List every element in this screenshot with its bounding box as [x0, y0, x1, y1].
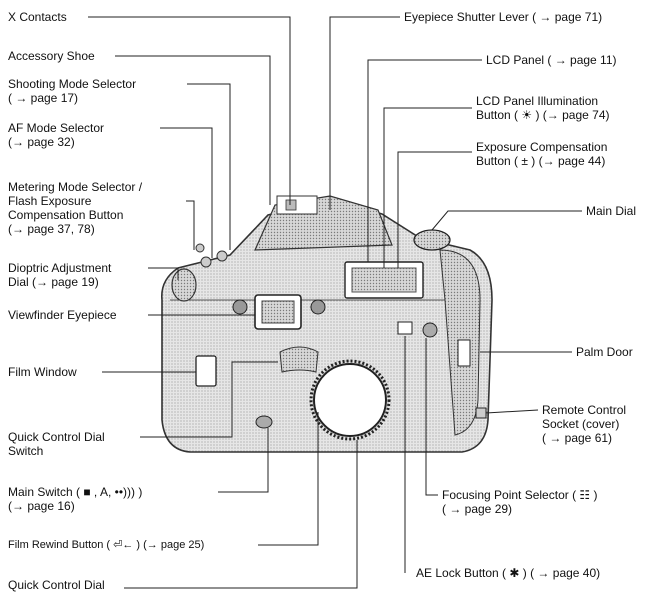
label-quick-control-dial: Quick Control Dial — [8, 578, 105, 592]
label-eyepiece-shutter-lever: Eyepiece Shutter Lever ( → page 71) — [404, 10, 603, 24]
label-lcd-panel: LCD Panel ( → page 11) — [486, 53, 617, 67]
label-shooting-mode-page: ( → page 17) — [8, 91, 79, 105]
label-lcd-illumination: LCD Panel Illumination — [476, 94, 599, 108]
label-metering-mode-page: (→ page 37, 78) — [8, 222, 95, 236]
label-ae-lock-button: AE Lock Button ( ✱ ) ( → page 40) — [416, 566, 601, 580]
label-dioptric-adjustment: Dioptric Adjustment — [8, 261, 112, 275]
label-palm-door: Palm Door — [576, 345, 633, 359]
label-viewfinder-eyepiece: Viewfinder Eyepiece — [8, 308, 117, 322]
label-remote-socket: Socket (cover) — [542, 417, 620, 431]
label-metering-mode-3: Compensation Button — [8, 208, 124, 222]
label-metering-mode-2: Flash Exposure — [8, 194, 92, 208]
label-lcd-illumination-page: Button ( ☀ ) (→ page 74) — [476, 108, 610, 122]
label-dioptric-page: Dial (→ page 19) — [8, 275, 99, 289]
label-x-contacts: X Contacts — [8, 10, 67, 24]
label-shooting-mode-selector: Shooting Mode Selector — [8, 77, 137, 91]
label-af-mode-selector: AF Mode Selector — [8, 121, 105, 135]
label-af-mode-page: (→ page 32) — [8, 135, 75, 149]
quick-control-dial-shape — [313, 363, 387, 437]
label-quick-control-dial-switch-2: Switch — [8, 444, 44, 458]
label-exposure-compensation-page: Button ( ± ) (→ page 44) — [476, 154, 606, 168]
label-main-switch-page: (→ page 16) — [8, 499, 75, 513]
label-main-switch: Main Switch ( ■ , A, ••))) ) — [8, 485, 143, 499]
label-remote-page: ( → page 61) — [542, 431, 613, 445]
label-accessory-shoe: Accessory Shoe — [8, 49, 95, 63]
film-window-shape — [195, 355, 217, 387]
label-exposure-compensation: Exposure Compensation — [476, 140, 608, 154]
label-remote-control: Remote Control — [542, 403, 627, 417]
label-film-window: Film Window — [8, 365, 77, 379]
label-main-dial: Main Dial — [586, 204, 637, 218]
label-metering-mode-1: Metering Mode Selector / — [8, 180, 143, 194]
label-focusing-point-page: ( → page 29) — [442, 502, 513, 516]
label-focusing-point-selector: Focusing Point Selector ( ☷ ) — [442, 488, 598, 502]
label-film-rewind-button: Film Rewind Button ( ⏎← ) (→ page 25) — [8, 539, 205, 551]
label-quick-control-dial-switch: Quick Control Dial — [8, 430, 105, 444]
